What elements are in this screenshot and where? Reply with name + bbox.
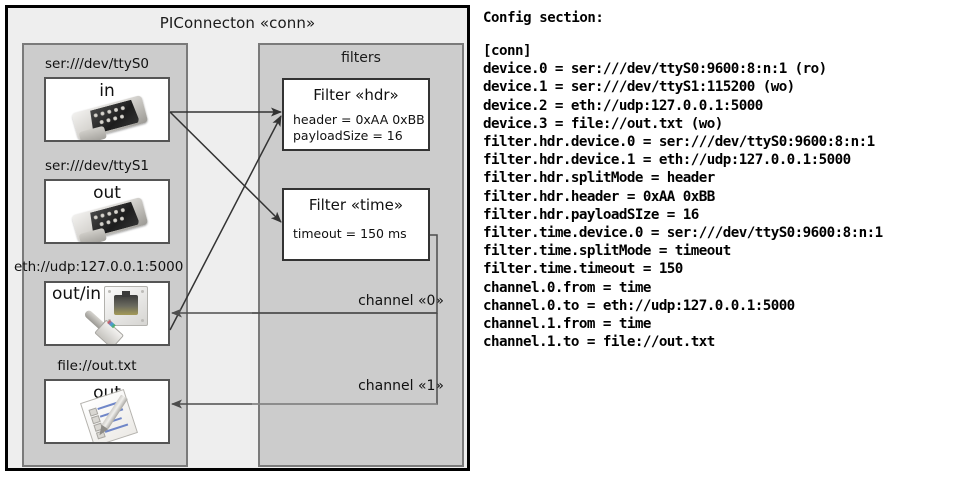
config-line: channel.1.to = file://out.txt <box>483 334 715 351</box>
filter-prop-timeout: timeout = 150 ms <box>293 226 407 241</box>
device-io-eth: out/in <box>52 284 102 304</box>
device-node-ttys1[interactable]: out <box>44 179 170 244</box>
config-line: filter.time.device.0 = ser:///dev/ttyS0:… <box>483 225 883 242</box>
config-line: filter.time.timeout = 150 <box>483 261 683 278</box>
ethernet-jack-icon <box>83 286 150 344</box>
filters-group-title: filters <box>341 50 381 66</box>
config-line: channel.1.from = time <box>483 316 651 333</box>
config-line: channel.0.to = eth://udp:127.0.0.1:5000 <box>483 297 795 314</box>
config-section: Config section: [conn] device.0 = ser:///… <box>483 6 961 351</box>
text-document-icon <box>80 389 142 442</box>
filter-node-time[interactable]: Filter «time» timeout = 150 ms <box>282 188 430 261</box>
config-line: device.3 = file://out.txt (wo) <box>483 115 723 132</box>
device-node-file[interactable]: out <box>44 379 170 444</box>
config-line: filter.hdr.header = 0xAA 0xBB <box>483 188 715 205</box>
channel-label-0: channel «0» <box>358 293 444 309</box>
config-line: filter.hdr.payloadSIze = 16 <box>483 206 699 223</box>
device-label-ttys1: ser:///dev/ttyS1 <box>45 158 149 174</box>
filter-node-hdr[interactable]: Filter «hdr» header = 0xAA 0xBB payloadS… <box>282 78 430 151</box>
device-label-eth: eth://udp:127.0.0.1:5000 <box>14 259 184 275</box>
config-line: device.1 = ser:///dev/ttyS1:115200 (wo) <box>483 79 795 96</box>
channel-label-1: channel «1» <box>358 378 444 394</box>
device-label-file: file://out.txt <box>57 358 137 374</box>
config-line: channel.0.from = time <box>483 279 651 296</box>
filter-title-hdr: Filter «hdr» <box>313 86 399 104</box>
config-line: filter.time.splitMode = timeout <box>483 243 731 260</box>
config-line: device.2 = eth://udp:127.0.0.1:5000 <box>483 97 763 114</box>
component-title: PIConnecton «conn» <box>159 14 316 32</box>
filter-prop-payloadsize: payloadSize = 16 <box>293 128 403 143</box>
device-io-ttys1: out <box>93 183 121 203</box>
filter-prop-header: header = 0xAA 0xBB <box>293 112 425 127</box>
config-line: filter.hdr.splitMode = header <box>483 170 715 187</box>
device-io-ttys0: in <box>99 81 115 101</box>
config-line: [conn] <box>483 43 532 59</box>
device-label-ttys0: ser:///dev/ttyS0 <box>45 56 149 72</box>
config-line: filter.hdr.device.1 = eth://udp:127.0.0.… <box>483 152 851 169</box>
config-lines: [conn] device.0 = ser:///dev/ttyS0:9600:8… <box>483 42 961 351</box>
config-line: device.0 = ser:///dev/ttyS0:9600:8:n:1 (… <box>483 61 827 78</box>
device-node-ttys0[interactable]: in <box>44 77 170 142</box>
config-heading: Config section: <box>483 10 604 26</box>
config-line: filter.hdr.device.0 = ser:///dev/ttyS0:9… <box>483 134 875 151</box>
filter-title-time: Filter «time» <box>308 196 404 214</box>
device-node-eth[interactable]: out/in <box>44 281 170 346</box>
